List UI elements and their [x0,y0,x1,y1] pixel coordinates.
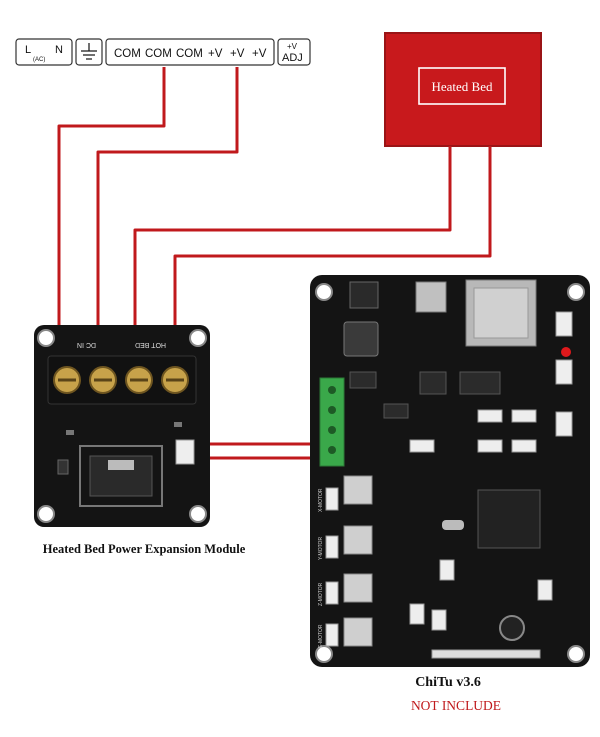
screw-terminal [161,366,189,394]
com-label-1: COM [114,48,141,60]
e-motor-label: E-MOTOR [318,624,324,648]
dc-in-label: DC IN [77,341,96,348]
heated-bed-label: Heated Bed [431,79,493,94]
chitu-board: X-MOTOR Y-MOTOR Z-MOTOR E-MOTOR [310,275,590,667]
module-caption: Heated Bed Power Expansion Module [43,542,246,556]
control-connector [175,439,195,465]
adj-bottom-label: ADJ [282,52,303,64]
com-label-2: COM [145,48,172,60]
neutral-label: N [55,44,63,56]
ground-icon [81,43,97,60]
expansion-module: DC IN HOT BED [34,325,210,527]
screw-terminal [89,366,117,394]
wires [57,67,492,460]
z-motor-label: Z-MOTOR [318,582,324,606]
board-note: NOT INCLUDE [411,698,501,713]
v-label-3: +V [252,48,267,60]
wire-com-to-dc-in-minus [57,67,166,355]
wire-bed-to-hot-bed-2 [173,146,492,355]
live-label: L [25,44,31,56]
hot-bed-label: HOT BED [135,341,166,348]
v-label-1: +V [208,48,223,60]
screw-terminal [53,366,81,394]
heated-bed: Heated Bed [384,32,542,147]
x-motor-label: X-MOTOR [318,488,324,512]
ac-label: (AC) [33,57,45,63]
power-supply-terminal-strip: L (AC) N COM COM COM +V +V +V +V ADJ [15,38,311,66]
screw-terminal [125,366,153,394]
wire-v-to-dc-in-plus [96,67,239,355]
board-caption: ChiTu v3.6 [415,675,481,690]
adj-top-label: +V [287,42,298,51]
com-label-3: COM [176,48,203,60]
wire-bed-to-hot-bed-1 [133,146,452,355]
y-motor-label: Y-MOTOR [318,537,324,560]
v-label-2: +V [230,48,245,60]
